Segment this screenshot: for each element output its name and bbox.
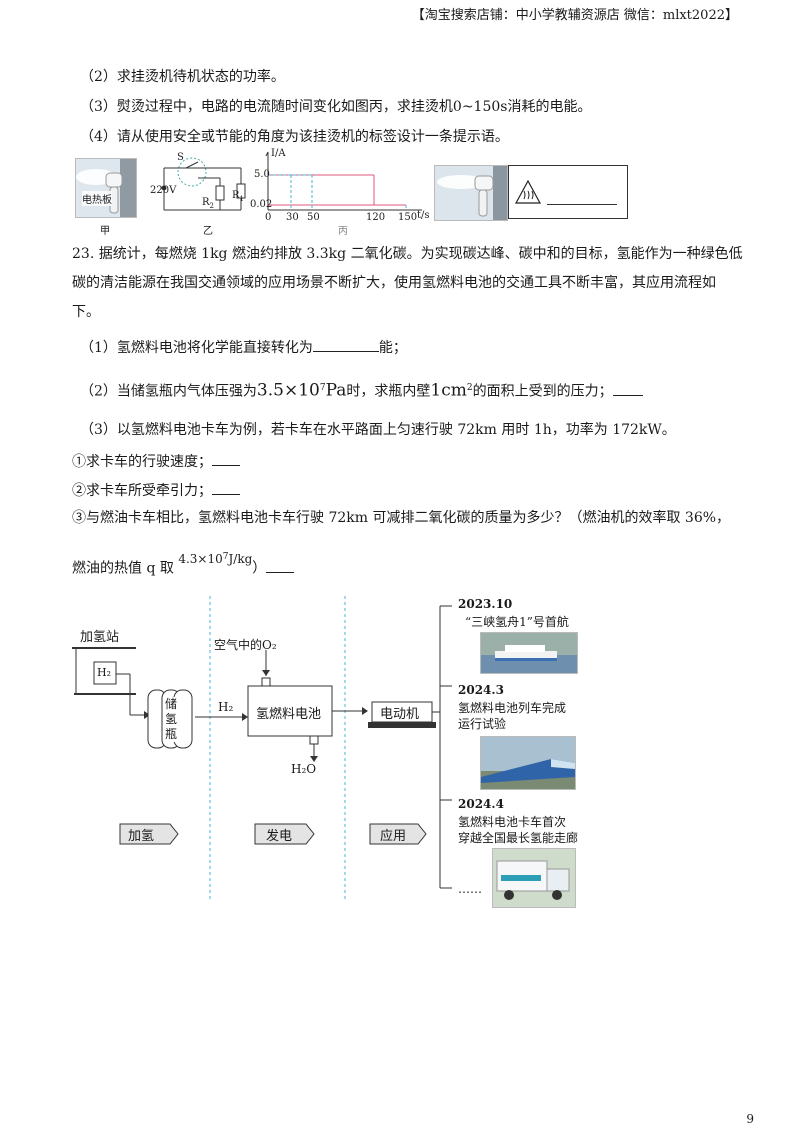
figure-bing-label: 丙 bbox=[338, 226, 348, 237]
stage-power-label: 发电 bbox=[266, 829, 293, 844]
truck-image bbox=[493, 849, 575, 907]
page-header: 【淘宝搜索店铺：中小学教辅资源店 微信：mlxt2022】 bbox=[411, 8, 738, 23]
figure-yi-label: 乙 bbox=[203, 226, 213, 237]
ship-photo bbox=[480, 632, 578, 674]
graph-ytick-002: 0.02 bbox=[250, 199, 273, 210]
station-h2-label: H₂ bbox=[97, 666, 112, 679]
fuel-cell-label: 氢燃料电池 bbox=[256, 707, 322, 722]
q23-intro-3: 下。 bbox=[72, 304, 100, 320]
voltage-label: 220V bbox=[150, 185, 177, 196]
ship-image bbox=[481, 633, 577, 673]
circuit-diagram bbox=[161, 157, 246, 211]
h2-arrow-label: H₂ bbox=[218, 700, 234, 714]
app-2-date: 2024.3 bbox=[458, 683, 504, 697]
q23-part2: （2）当储氢瓶内气体压强为3.5×107Pa时，求瓶内壁1cm2的面积上受到的压… bbox=[80, 378, 643, 402]
water-label: H₂O bbox=[291, 762, 317, 776]
steamer-photo-jia: 电热板 bbox=[75, 158, 137, 218]
q23-part1: （1）氢燃料电池将化学能直接转化为能； bbox=[80, 337, 407, 358]
answer-blank-3[interactable] bbox=[212, 451, 240, 466]
answer-blank-2[interactable] bbox=[612, 381, 643, 396]
app-1-date: 2023.10 bbox=[458, 597, 513, 611]
graph-xtick-0: 0 bbox=[265, 212, 272, 223]
graph-ylabel: I/A bbox=[271, 148, 286, 159]
r1-label: R1 bbox=[232, 190, 244, 203]
label-blank-line bbox=[547, 204, 617, 205]
stage-refuel-label: 加氢 bbox=[128, 829, 155, 844]
heating-plate-label: 电热板 bbox=[82, 191, 112, 206]
station-label: 加氢站 bbox=[80, 630, 120, 645]
r2-label: R2 bbox=[202, 197, 214, 210]
figure-jia-label: 甲 bbox=[100, 226, 110, 237]
answer-blank-5[interactable] bbox=[266, 558, 295, 573]
train-image bbox=[481, 737, 575, 789]
q23-intro-2: 碳的清洁能源在我国交通领域的应用场景不断扩大，使用氢燃料电池的交通工具不断丰富，… bbox=[72, 275, 716, 291]
q23-sub2: ②求卡车所受牵引力； bbox=[72, 480, 240, 501]
truck-photo bbox=[492, 848, 576, 908]
stage-apply-label: 应用 bbox=[380, 829, 407, 844]
answer-blank-1[interactable] bbox=[312, 337, 379, 352]
graph-xtick-120: 120 bbox=[366, 212, 386, 223]
q22-part3: （3）熨烫过程中，电路的电流随时间变化如图丙，求挂烫机0~150s消耗的电能。 bbox=[80, 99, 592, 115]
tank-label: 储氢瓶 bbox=[164, 697, 178, 742]
app-3-date: 2024.4 bbox=[458, 797, 504, 811]
hot-surface-warning-icon bbox=[515, 180, 541, 204]
graph-xlabel: t/s bbox=[417, 210, 430, 221]
q23-sub4: 燃油的热值 q 取 4.3×107J/kg） bbox=[72, 552, 295, 579]
apps-ellipsis: …… bbox=[458, 882, 482, 896]
answer-blank-4[interactable] bbox=[212, 480, 240, 495]
steamer-illustration bbox=[76, 159, 136, 217]
motor-label: 电动机 bbox=[380, 707, 420, 722]
q23-part3: （3）以氢燃料电池卡车为例，若卡车在水平路面上匀速行驶 72km 用时 1h，功… bbox=[80, 422, 676, 438]
q22-part4: （4）请从使用安全或节能的角度为该挂烫机的标签设计一条提示语。 bbox=[80, 129, 509, 145]
current-time-graph bbox=[265, 151, 422, 211]
graph-xtick-50: 50 bbox=[307, 212, 320, 223]
q23-sub3: ③与燃油卡车相比，氢燃料电池卡车行驶 72km 可减排二氧化碳的质量为多少？（燃… bbox=[72, 510, 731, 526]
q23-intro-1: 23. 据统计，每燃烧 1kg 燃油约排放 3.3kg 二氧化碳。为实现碳达峰、… bbox=[72, 246, 743, 262]
steamer-illustration-2 bbox=[435, 166, 507, 220]
warning-label-box bbox=[508, 165, 628, 219]
app-3-text-2: 穿越全国最长氢能走廊 bbox=[458, 831, 579, 845]
switch-label: S bbox=[177, 152, 184, 163]
q23-sub1: ①求卡车的行驶速度； bbox=[72, 451, 240, 472]
graph-xtick-30: 30 bbox=[286, 212, 299, 223]
graph-xtick-150: 150 bbox=[398, 212, 418, 223]
app-1-text: “三峡氢舟1”号首航 bbox=[465, 615, 569, 629]
app-2-text-2: 运行试验 bbox=[458, 717, 507, 731]
train-photo bbox=[480, 736, 576, 790]
oxygen-label: 空气中的O₂ bbox=[214, 638, 277, 652]
app-3-text-1: 氢燃料电池卡车首次 bbox=[458, 815, 567, 829]
page-number: 9 bbox=[746, 1112, 754, 1126]
graph-ytick-5: 5.0 bbox=[254, 169, 270, 180]
app-2-text-1: 氢燃料电池列车完成 bbox=[458, 701, 567, 715]
steamer-photo-2 bbox=[434, 165, 508, 221]
q22-part2: （2）求挂烫机待机状态的功率。 bbox=[80, 69, 285, 85]
